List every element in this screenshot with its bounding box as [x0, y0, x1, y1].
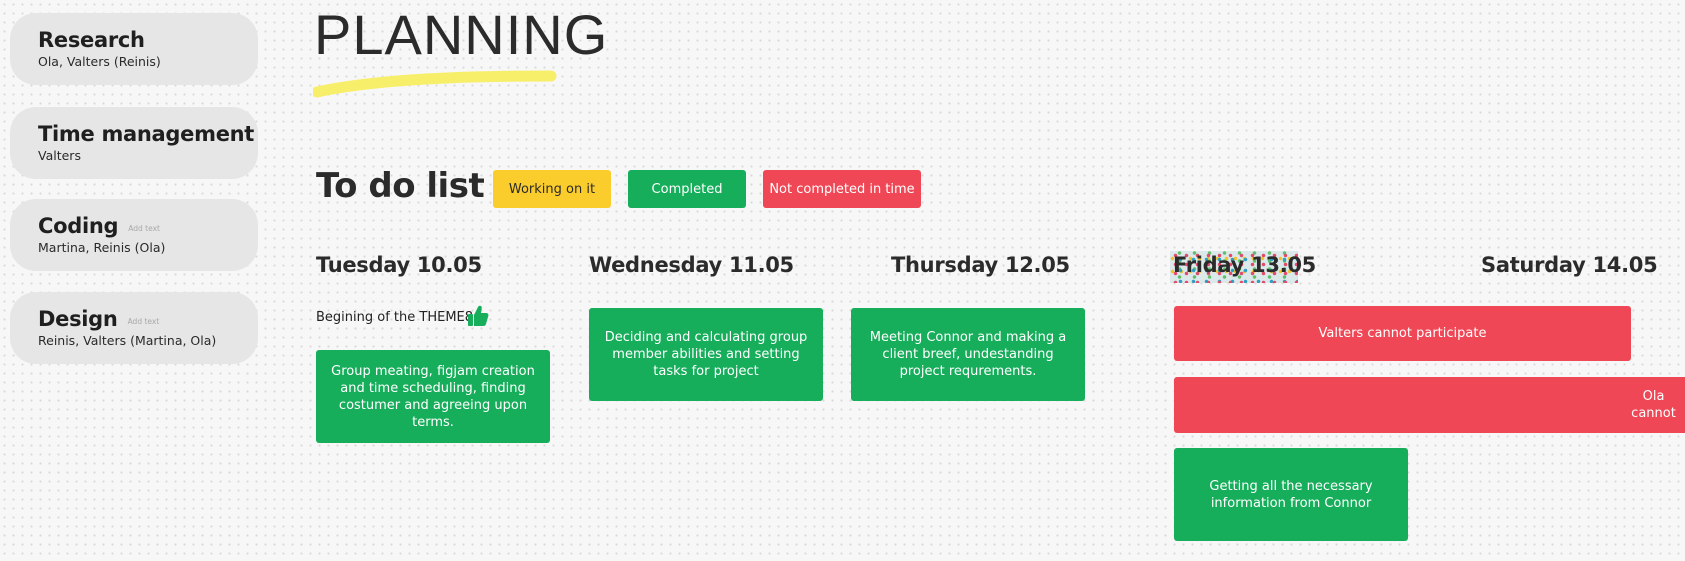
highlighter-stroke: [313, 70, 557, 98]
task-card-wednesday[interactable]: Deciding and calculating group member ab…: [589, 308, 823, 401]
role-members: Ola, Valters (Reinis): [38, 54, 161, 69]
role-card-time-management[interactable]: Time management Valters: [10, 107, 258, 179]
role-title: Design: [38, 307, 118, 331]
role-members: Martina, Reinis (Ola): [38, 240, 166, 255]
task-card-friday[interactable]: Getting all the necessary information fr…: [1174, 448, 1408, 541]
confetti-sticker: [1170, 251, 1298, 283]
role-title: Coding: [38, 214, 119, 238]
role-card-coding[interactable]: Coding Add text Martina, Reinis (Ola): [10, 199, 258, 271]
absence-card-valters[interactable]: Valters cannot participate: [1174, 306, 1631, 361]
role-card-research[interactable]: Research Ola, Valters (Reinis): [10, 13, 258, 85]
add-text-placeholder[interactable]: Add text: [127, 317, 160, 326]
role-members: Reinis, Valters (Martina, Ola): [38, 333, 217, 348]
absence-card-ola[interactable]: Ola cannot: [1174, 377, 1685, 433]
page-title: PLANNING: [314, 3, 609, 66]
role-card-design[interactable]: Design Add text Reinis, Valters (Martina,…: [10, 292, 258, 364]
legend-not-completed[interactable]: Not completed in time: [763, 170, 921, 208]
day-header-wednesday: Wednesday 11.05: [589, 253, 794, 277]
task-card-thursday[interactable]: Meeting Connor and making a client breef…: [851, 308, 1085, 401]
tuesday-note: Begining of the THEME8: [316, 310, 474, 325]
role-title: Time management: [38, 122, 255, 146]
day-header-friday: Friday 13.05: [1173, 253, 1316, 277]
add-text-placeholder[interactable]: Add text: [128, 224, 160, 233]
legend-working-on-it[interactable]: Working on it: [493, 170, 611, 208]
day-header-tuesday: Tuesday 10.05: [316, 253, 482, 277]
role-title: Research: [38, 28, 145, 52]
role-members: Valters: [38, 148, 81, 163]
thumbs-up-icon: [468, 305, 489, 326]
todo-heading: To do list: [316, 166, 485, 206]
task-card-tuesday[interactable]: Group meating, figjam creation and time …: [316, 350, 550, 443]
day-header-saturday: Saturday 14.05: [1481, 253, 1658, 277]
day-header-thursday: Thursday 12.05: [891, 253, 1070, 277]
legend-completed[interactable]: Completed: [628, 170, 746, 208]
